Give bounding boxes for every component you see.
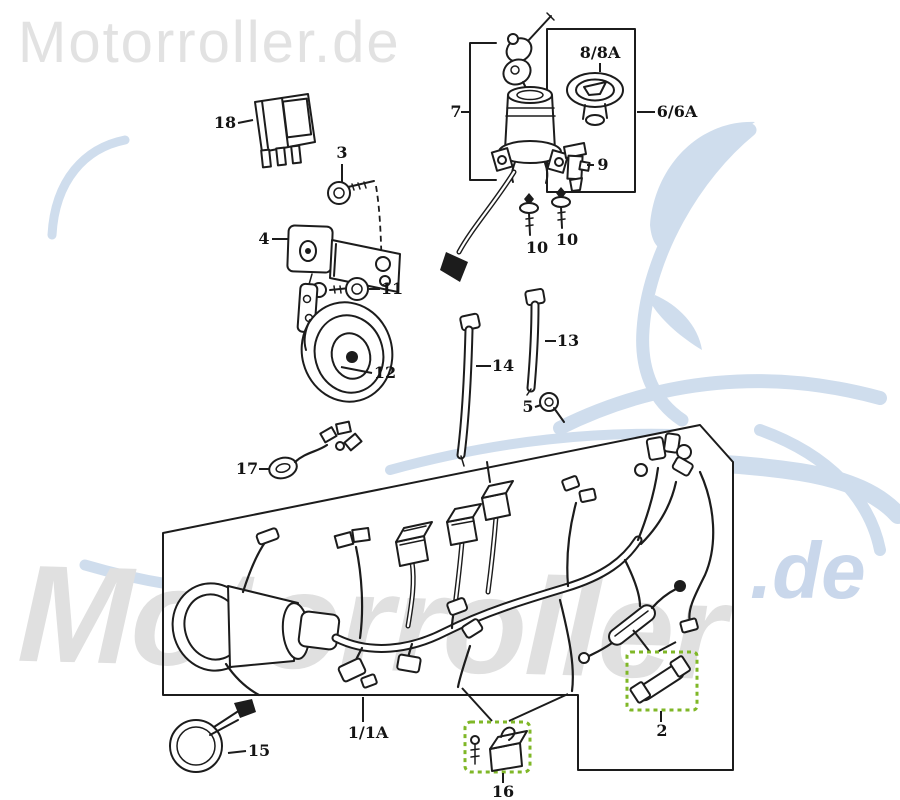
label-16: 16 xyxy=(492,782,514,800)
watermark-de-suffix: .de xyxy=(750,526,866,615)
part-9-switch: 9 xyxy=(563,142,609,192)
lock-cylinder xyxy=(440,86,570,282)
bolt-5-head xyxy=(539,392,559,412)
part-2-fuse-highlight: 2 xyxy=(625,629,699,740)
label-1-1a: 1/1A xyxy=(348,723,389,742)
part-4-bracket: 4 xyxy=(258,224,401,296)
wiring-harness xyxy=(171,432,715,697)
cable-connector xyxy=(440,252,468,282)
leader-16-b xyxy=(508,693,569,722)
clamp-ring xyxy=(169,719,223,773)
part-14-cable-tie: 14 xyxy=(456,312,514,467)
leader-12 xyxy=(340,366,373,374)
part-5-bolt: 5 xyxy=(522,392,565,423)
connector-body xyxy=(227,585,299,668)
ignition-lock-assembly: 7 xyxy=(440,12,698,282)
clamp-tail xyxy=(213,709,241,728)
part-17-wire-lead: 17 xyxy=(236,420,363,480)
part-16-relay-highlight: 16 xyxy=(461,687,569,800)
label-14: 14 xyxy=(492,356,514,375)
part-15-clamp: 15 xyxy=(169,699,270,773)
label-15: 15 xyxy=(248,741,270,760)
horn-body xyxy=(300,301,394,403)
part-11-bolt: 11 xyxy=(311,277,403,301)
relay-16-clip xyxy=(500,726,516,741)
label-8-8a: 8/8A xyxy=(580,43,621,62)
bolt-3-head xyxy=(327,181,351,205)
connector-a xyxy=(268,456,298,480)
swoosh-arc-topleft xyxy=(47,135,130,240)
bolt-5-shaft xyxy=(553,407,565,423)
relay-prong xyxy=(290,144,302,165)
label-12: 12 xyxy=(374,363,396,382)
strap-bottom xyxy=(224,662,261,697)
leader-2-a xyxy=(632,629,651,653)
key-blade xyxy=(526,15,552,43)
cube-connector-1 xyxy=(395,521,433,629)
leader-18 xyxy=(237,119,254,124)
label-9: 9 xyxy=(597,155,608,174)
screw-16 xyxy=(470,743,480,765)
label-11: 11 xyxy=(381,279,403,298)
fuse-cap-left xyxy=(629,681,652,704)
clamp-tip xyxy=(234,699,256,718)
label-7: 7 xyxy=(450,102,461,121)
leader-2-b xyxy=(656,641,677,653)
label-3: 3 xyxy=(336,143,347,162)
watermark-layer: Motorroller .de Motorroller.de xyxy=(16,10,900,770)
label-6-6a: 6/6A xyxy=(657,102,698,121)
leader-15 xyxy=(227,750,247,754)
leader-16-a xyxy=(461,687,493,722)
inline-connector xyxy=(297,610,341,651)
label-18: 18 xyxy=(214,113,236,132)
label-13: 13 xyxy=(557,331,579,350)
lead-wire xyxy=(293,443,329,464)
fuse-cap-right xyxy=(669,655,692,678)
ignition-cap: 8/8A xyxy=(566,43,624,126)
harness-box-fill xyxy=(163,425,733,770)
swoosh-wing-mid xyxy=(652,295,702,350)
key-head-2 xyxy=(502,58,532,86)
part-10-screws: 10 10 xyxy=(519,187,578,257)
swoosh-swirl-right xyxy=(754,424,886,556)
watermark-top-left: Motorroller.de xyxy=(18,10,401,75)
harness-box-outline xyxy=(162,424,734,771)
highlight-box-2 xyxy=(625,650,699,712)
swoosh-wave-b xyxy=(553,374,887,435)
label-10a: 10 xyxy=(526,238,548,257)
relay-prong xyxy=(275,146,287,167)
highlight-box-16 xyxy=(463,720,532,774)
part-12-horn: 12 xyxy=(296,282,396,403)
label-17: 17 xyxy=(236,459,258,478)
label-4: 4 xyxy=(258,229,269,248)
cap-outer xyxy=(566,72,624,108)
part-18-relay: 18 xyxy=(214,93,316,169)
label-2: 2 xyxy=(656,721,667,740)
part-13-cable-tie: 13 xyxy=(524,288,579,396)
harness-box: 1/1A xyxy=(162,424,734,771)
cube-connector-3 xyxy=(481,461,514,595)
bolt-11-head xyxy=(345,277,369,301)
label-10b: 10 xyxy=(556,230,578,249)
label-5: 5 xyxy=(522,397,533,416)
bracket-7 xyxy=(469,42,497,181)
diagram-line-art: 18 3 4 xyxy=(162,12,734,800)
relay-prong xyxy=(260,148,272,169)
